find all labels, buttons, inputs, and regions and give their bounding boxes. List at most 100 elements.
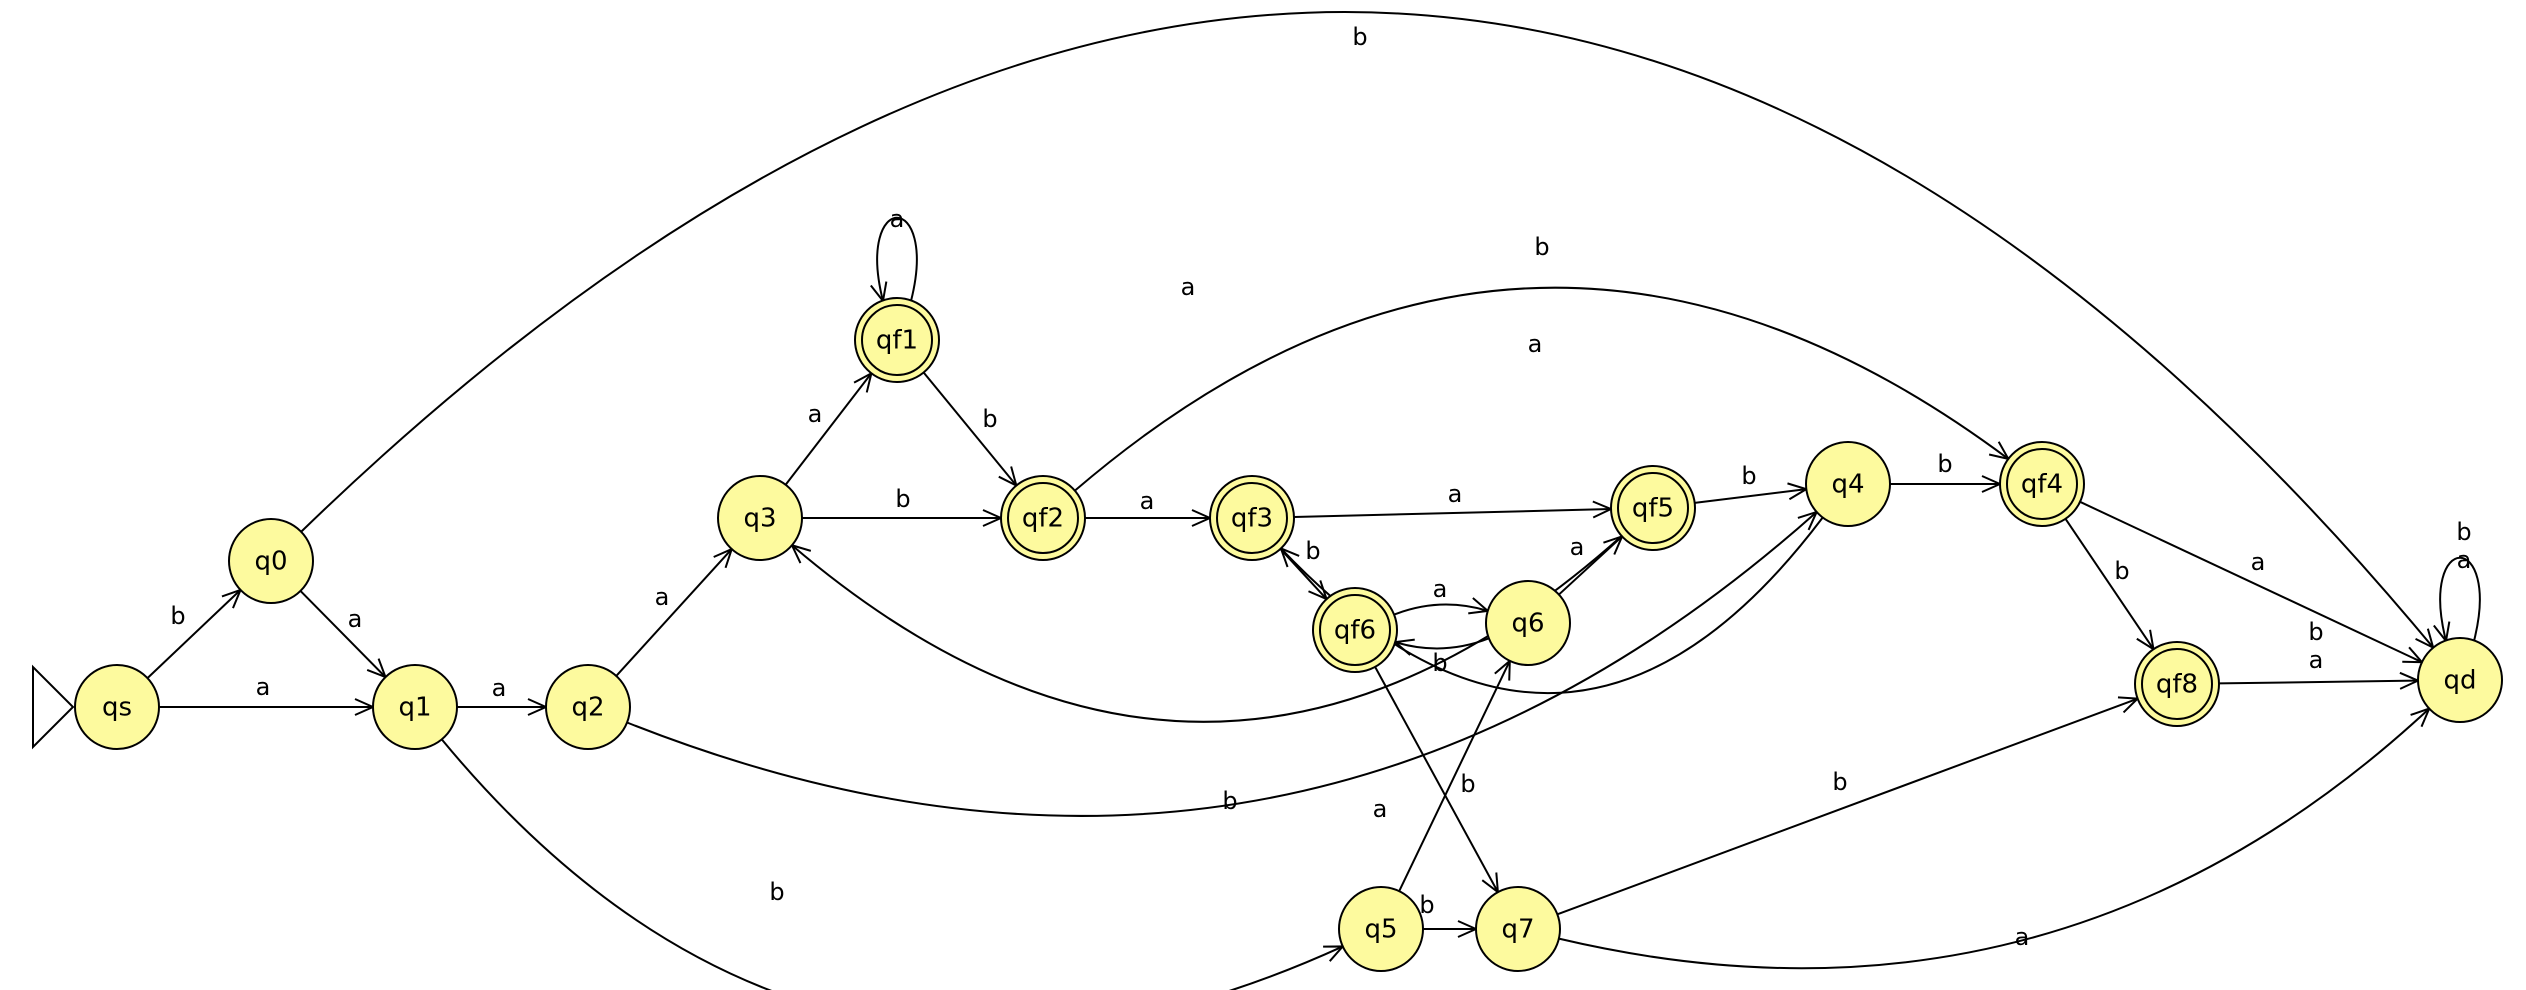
transition-arrow bbox=[626, 512, 1817, 817]
transition-label: a bbox=[1528, 330, 1543, 358]
state-qf3[interactable]: qf3 bbox=[1209, 475, 1295, 561]
state-circle bbox=[1312, 587, 1398, 673]
state-qf2[interactable]: qf2 bbox=[1000, 475, 1086, 561]
transition-qf6-q6: a bbox=[1393, 575, 1488, 616]
transition-label: a bbox=[256, 673, 271, 701]
state-circle bbox=[1999, 441, 2085, 527]
transition-label: a bbox=[1448, 480, 1463, 508]
transition-q0-q1: a bbox=[299, 590, 385, 677]
state-qf6[interactable]: qf6 bbox=[1312, 587, 1398, 673]
transition-label: a bbox=[655, 583, 670, 611]
state-label: q5 bbox=[1364, 915, 1397, 945]
state-label: q1 bbox=[398, 693, 431, 723]
transition-arrow bbox=[1694, 489, 1807, 504]
state-q7[interactable]: q7 bbox=[1475, 886, 1561, 972]
transition-label: b bbox=[1419, 891, 1434, 919]
transition-qf2-qf4: b bbox=[1074, 233, 2008, 492]
state-q0[interactable]: q0 bbox=[228, 518, 314, 604]
transition-qd-qd: ba bbox=[2440, 518, 2481, 641]
transition-label: b bbox=[1432, 649, 1447, 677]
state-label: q7 bbox=[1501, 915, 1534, 945]
start-state-marker bbox=[32, 664, 75, 750]
transition-label: b bbox=[2456, 518, 2471, 546]
final-state-ring bbox=[1216, 482, 1288, 554]
transition-arrow bbox=[2064, 518, 2153, 649]
transition-arrow bbox=[1558, 709, 2429, 970]
state-circle bbox=[1805, 441, 1891, 527]
transition-label: a bbox=[2015, 923, 2030, 951]
transition-qf3-qf6: b bbox=[1279, 537, 1326, 599]
transition-label: b bbox=[2308, 618, 2323, 646]
transition-q0-qd: b bbox=[300, 11, 2433, 648]
transition-label: b bbox=[982, 405, 997, 433]
transition-arrow bbox=[1558, 536, 1622, 596]
transition-label: a bbox=[1433, 575, 1448, 603]
transition-q3-qf1: a bbox=[784, 373, 872, 486]
transition-label: b bbox=[1460, 770, 1475, 798]
state-q6[interactable]: q6 bbox=[1485, 580, 1571, 666]
state-label: q2 bbox=[571, 693, 604, 723]
state-circle bbox=[2417, 637, 2503, 723]
transition-qs-q1: a bbox=[159, 673, 373, 707]
transition-arrow bbox=[877, 216, 918, 301]
transition-label: a bbox=[2457, 546, 2472, 574]
transition-arrow bbox=[1393, 605, 1488, 616]
state-label: qs bbox=[102, 693, 132, 723]
transition-arrow bbox=[2440, 556, 2481, 641]
state-q3[interactable]: q3 bbox=[717, 475, 803, 561]
state-label: qf4 bbox=[2021, 470, 2063, 500]
transition-q1-q5: b bbox=[440, 738, 1343, 990]
state-label: qf1 bbox=[876, 326, 918, 356]
state-qf5[interactable]: qf5 bbox=[1610, 465, 1696, 551]
transition-arrow bbox=[146, 590, 240, 679]
transition-arrow bbox=[1395, 637, 1490, 648]
state-q4[interactable]: q4 bbox=[1805, 441, 1891, 527]
state-qs[interactable]: qs bbox=[74, 664, 160, 750]
transition-label: a bbox=[348, 605, 363, 633]
transition-arrow bbox=[784, 373, 872, 486]
transition-arrow bbox=[922, 371, 1017, 485]
transition-arrow bbox=[1374, 666, 1498, 892]
transition-label: b bbox=[170, 602, 185, 630]
state-q1[interactable]: q1 bbox=[372, 664, 458, 750]
state-qf1[interactable]: qf1 bbox=[854, 297, 940, 383]
transition-arrow bbox=[300, 11, 2433, 648]
transition-qf2-qf3: a bbox=[1085, 487, 1210, 518]
transition-qf6-q7: b bbox=[1374, 666, 1498, 892]
transition-arrow bbox=[2218, 681, 2418, 684]
transition-label: a bbox=[492, 674, 507, 702]
transition-q6-qf5: a bbox=[1558, 533, 1622, 596]
transition-q4-qf4: b bbox=[1890, 450, 2000, 484]
state-circle bbox=[1338, 886, 1424, 972]
transition-qf4-qd: a bbox=[2079, 500, 2422, 662]
state-q2[interactable]: q2 bbox=[545, 664, 631, 750]
transition-arrow bbox=[1074, 286, 2008, 492]
transition-label: a bbox=[890, 205, 905, 233]
transition-label: b bbox=[1534, 233, 1549, 261]
state-q5[interactable]: q5 bbox=[1338, 886, 1424, 972]
transition-qf1-qf1: a bbox=[877, 205, 918, 301]
state-qf8[interactable]: qf8 bbox=[2134, 641, 2220, 727]
transition-label: a bbox=[2251, 548, 2266, 576]
transition-qf4-qf8: b bbox=[2064, 518, 2153, 649]
transition-label: a bbox=[1373, 795, 1388, 823]
transition-q2-q3: a bbox=[615, 549, 731, 677]
transition-qf3-qf5: a bbox=[1293, 480, 1611, 517]
transition-label: b bbox=[1937, 450, 1952, 478]
transition-label: b bbox=[895, 485, 910, 513]
state-circle bbox=[717, 475, 803, 561]
transition-q1-q2: a bbox=[457, 674, 546, 707]
state-qd[interactable]: qd bbox=[2417, 637, 2503, 723]
transition-arrow bbox=[2079, 500, 2422, 662]
transition-q6-qf6: b bbox=[1395, 637, 1490, 677]
transition-label: b bbox=[1222, 787, 1237, 815]
transition-label: b bbox=[1832, 768, 1847, 796]
state-qf4[interactable]: qf4 bbox=[1999, 441, 2085, 527]
transition-arrow bbox=[440, 738, 1343, 990]
transition-qf1-qf2: b bbox=[922, 371, 1017, 485]
final-state-ring bbox=[2141, 648, 2213, 720]
transition-label: a bbox=[1570, 533, 1585, 561]
transition-label: a bbox=[2309, 646, 2324, 674]
